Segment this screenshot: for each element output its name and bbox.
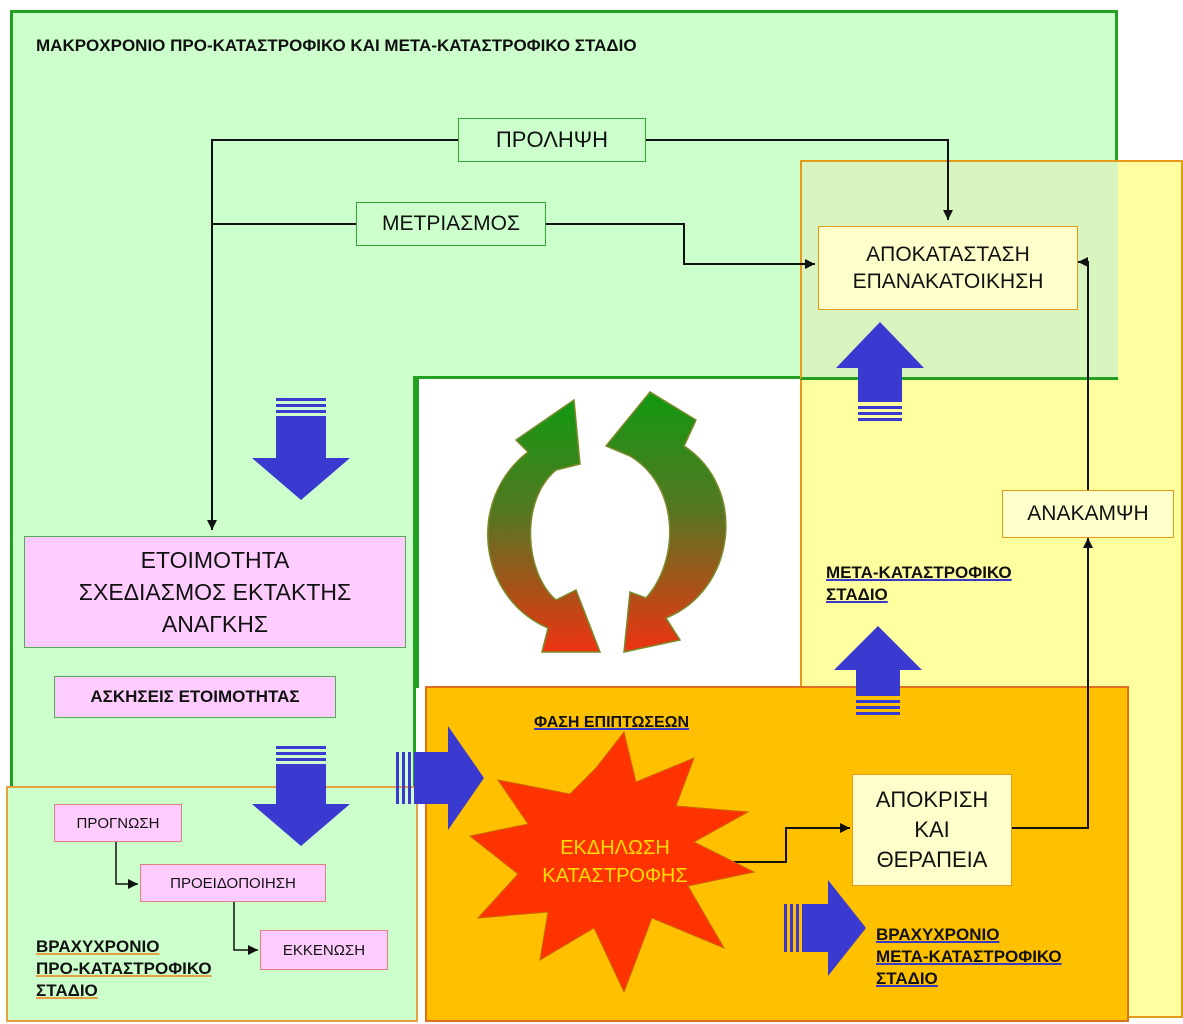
short-pre-line-1: ΒΡΑΧΥΧΡΟΝΙΟ — [36, 937, 160, 956]
response-line-1: ΑΠΟΚΡΙΣΗ — [875, 787, 989, 812]
restoration-box: ΑΠΟΚΑΤΑΣΤΑΣΗ ΕΠΑΝΑΚΑΤΟΙΚΗΣΗ — [818, 226, 1078, 310]
up-arrow-restoration — [836, 322, 924, 421]
response-to-recovery-connector — [1012, 538, 1093, 829]
restoration-line-2: ΕΠΑΝΑΚΑΤΟΙΚΗΣΗ — [852, 270, 1044, 293]
impact-phase-label: ΦΑΣΗ ΕΠΙΠΤΩΣΕΩΝ — [534, 714, 690, 731]
preparedness-line-2: ΣΧΕΔΙΑΣΜΟΣ ΕΚΤΑΚΤΗΣ — [78, 579, 352, 605]
center-white-region — [416, 376, 802, 688]
down-arrow-short-pre — [252, 746, 350, 846]
forecast-box: ΠΡΟΓΝΩΣΗ — [54, 804, 182, 842]
evacuation-box: ΕΚΚΕΝΩΣΗ — [260, 930, 388, 970]
short-post-line-3: ΣΤΑΔΙΟ — [876, 969, 938, 988]
cycle-icon — [487, 391, 727, 653]
preparedness-box: ΕΤΟΙΜΟΤΗΤΑ ΣΧΕΔΙΑΣΜΟΣ ΕΚΤΑΚΤΗΣ ΑΝΑΓΚΗΣ — [24, 536, 406, 648]
post-stage-line-2: ΣΤΑΔΙΟ — [826, 585, 888, 604]
preparedness-line-1: ΕΤΟΙΜΟΤΗΤΑ — [140, 547, 290, 573]
restoration-line-1: ΑΠΟΚΑΤΑΣΤΑΣΗ — [866, 243, 1030, 266]
right-arrow-short-post — [784, 880, 866, 976]
up-arrow-post-stage — [834, 626, 922, 715]
right-arrow-impact — [396, 726, 484, 830]
short-pre-line-3: ΣΤΑΔΙΟ — [36, 981, 98, 1000]
response-line-2: ΚΑΙ — [914, 817, 950, 842]
disaster-line-1: ΕΚΔΗΛΩΣΗ — [560, 837, 670, 859]
exercises-box: ΑΣΚΗΣΕΙΣ ΕΤΟΙΜΟΤΗΤΑΣ — [54, 676, 336, 718]
disaster-line-2: ΚΑΤΑΣΤΡΟΦΗΣ — [542, 865, 688, 887]
mitigation-box: ΜΕΤΡΙΑΣΜΟΣ — [356, 202, 546, 246]
response-box: ΑΠΟΚΡΙΣΗ ΚΑΙ ΘΕΡΑΠΕΙΑ — [852, 774, 1012, 886]
prevention-box: ΠΡΟΛΗΨΗ — [458, 118, 646, 162]
long-term-stage-title: ΜΑΚΡΟΧΡΟΝΙΟ ΠΡΟ-ΚΑΤΑΣΤΡΟΦΙΚΟ ΚΑΙ ΜΕΤΑ-ΚΑ… — [36, 36, 637, 55]
prevention-connector — [207, 139, 953, 530]
post-stage-label: ΜΕΤΑ-ΚΑΤΑΣΤΡΟΦΙΚΟ ΣΤΑΔΙΟ — [826, 562, 1066, 606]
disaster-burst-icon — [468, 730, 756, 994]
short-post-line-1: ΒΡΑΧΥΧΡΟΝΙΟ — [876, 925, 1000, 944]
recovery-box: ΑΝΑΚΑΜΨΗ — [1002, 490, 1174, 538]
forecast-to-warning-connector — [115, 840, 138, 889]
short-pre-stage-label: ΒΡΑΧΥΧΡΟΝΙΟ ΠΡΟ-ΚΑΤΑΣΤΡΟΦΙΚΟ ΣΤΑΔΙΟ — [36, 936, 236, 1002]
response-line-3: ΘΕΡΑΠΕΙΑ — [876, 847, 988, 872]
preparedness-line-3: ΑΝΑΓΚΗΣ — [161, 611, 269, 637]
down-arrow-preparedness — [252, 398, 350, 500]
short-post-line-2: ΜΕΤΑ-ΚΑΤΑΣΤΡΟΦΙΚΟ — [876, 947, 1062, 966]
disaster-label: ΕΚΔΗΛΩΣΗ ΚΑΤΑΣΤΡΟΦΗΣ — [520, 830, 710, 894]
warning-box: ΠΡΟΕΙΔΟΠΟΙΗΣΗ — [140, 864, 326, 902]
warning-to-evacuation-connector — [233, 900, 258, 955]
recovery-to-restoration-connector — [1078, 257, 1089, 494]
mitigation-connector — [212, 223, 815, 269]
short-pre-line-2: ΠΡΟ-ΚΑΤΑΣΤΡΟΦΙΚΟ — [36, 959, 212, 978]
short-post-stage-label: ΒΡΑΧΥΧΡΟΝΙΟ ΜΕΤΑ-ΚΑΤΑΣΤΡΟΦΙΚΟ ΣΤΑΔΙΟ — [876, 924, 1126, 990]
disaster-to-response-connector — [713, 823, 850, 867]
post-stage-line-1: ΜΕΤΑ-ΚΑΤΑΣΤΡΟΦΙΚΟ — [826, 563, 1012, 582]
